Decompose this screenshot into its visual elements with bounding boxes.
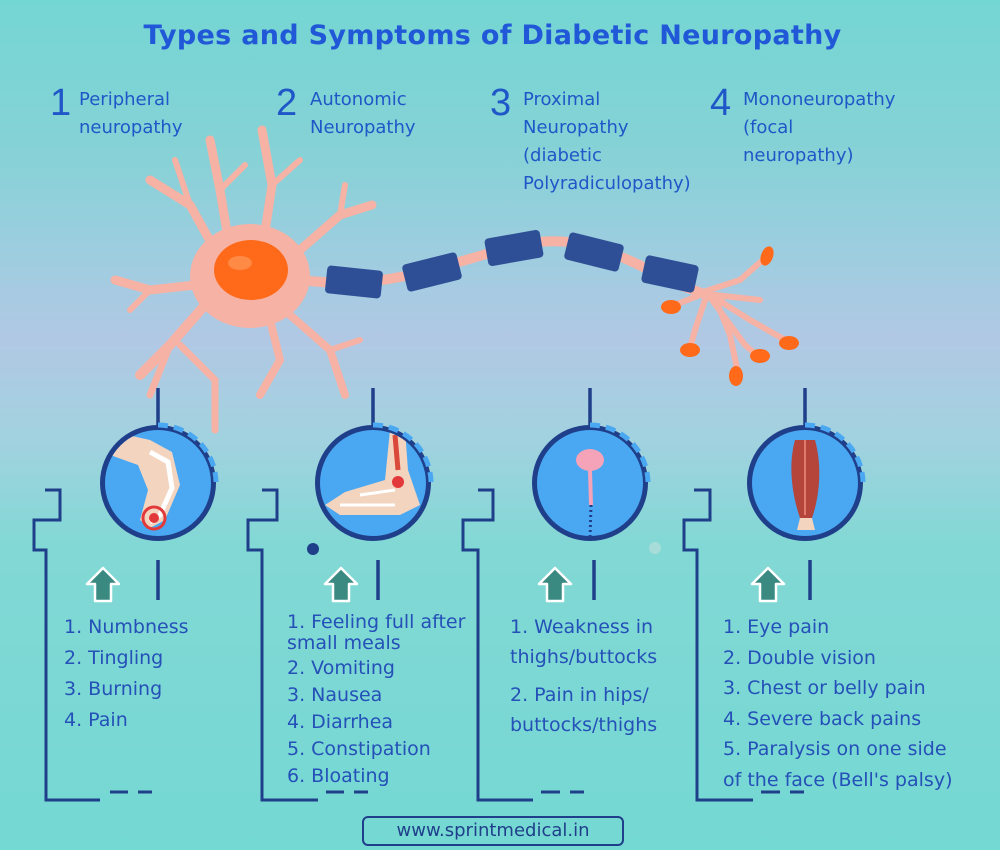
list-item: 4. Severe back pains	[723, 707, 922, 730]
myelin-sheaths	[325, 229, 699, 299]
list-item: 3. Nausea	[287, 684, 383, 706]
type-4-label: Mononeuropathy (focal neuropathy)	[743, 89, 896, 166]
symptom-list-3: 1. Weakness in thighs/buttocks 2. Pain i…	[510, 612, 657, 740]
list-item: 5. Constipation	[287, 738, 431, 760]
type-3-label: Proximal Neuropathy (diabetic Polyradicu…	[523, 89, 691, 194]
mononeuropathy-muscle-icon	[747, 422, 866, 541]
neuron-illustration	[110, 125, 799, 434]
type-2-label: Autonomic Neuropathy	[310, 89, 416, 138]
peripheral-foot-icon	[100, 422, 219, 541]
nucleus	[214, 240, 288, 300]
axon-terminals	[672, 255, 788, 376]
dot-decoration	[649, 542, 661, 554]
type-4-number: 4	[710, 82, 732, 124]
list-item: 3. Chest or belly pain	[723, 677, 926, 699]
proximal-brain-spine-icon	[532, 422, 651, 541]
autonomic-foot-icon	[315, 422, 434, 541]
list-item: 6. Bloating	[287, 765, 390, 787]
up-arrow-icon-3	[537, 566, 573, 603]
list-item: 3. Burning	[64, 678, 163, 700]
symptom-list-1: 1. Numbness 2. Tingling 3. Burning 4. Pa…	[64, 612, 189, 736]
dot-decoration	[307, 543, 319, 555]
connectors	[156, 388, 812, 600]
list-item: 1. Weakness in thighs/buttocks	[510, 616, 658, 668]
list-item: 1. Eye pain	[723, 616, 830, 638]
list-item: 1. Numbness	[64, 616, 189, 638]
type-1-label: Peripheral neuropathy	[79, 89, 183, 138]
up-arrow-icon-4	[750, 566, 786, 603]
list-item: 4. Diarrhea	[287, 711, 394, 733]
type-3-number: 3	[490, 82, 512, 124]
list-item: 2. Vomiting	[287, 657, 395, 679]
bracket-frames	[32, 488, 804, 802]
list-item: 1. Feeling full after small meals	[287, 611, 466, 654]
symptom-list-2: 1. Feeling full after small meals 2. Vom…	[287, 612, 465, 789]
axon-terminal-bulbs	[661, 246, 799, 386]
list-item: 2. Tingling	[64, 647, 164, 669]
website-link[interactable]: www.sprintmedical.in	[362, 816, 624, 846]
list-item: 4. Pain	[64, 709, 128, 731]
list-item: 2. Double vision	[723, 646, 876, 669]
up-arrow-icon-2	[323, 566, 359, 603]
symptom-list-4: 1. Eye pain 2. Double vision 3. Chest or…	[723, 612, 952, 795]
list-item: 5. Paralysis on one side of the face (Be…	[723, 738, 953, 791]
up-arrow-icon-1	[85, 566, 121, 603]
type-1-number: 1	[50, 82, 72, 124]
type-2-number: 2	[276, 82, 298, 124]
list-item: 2. Pain in hips/ buttocks/thighs	[510, 684, 658, 736]
page-title: Types and Symptoms of Diabetic Neuropath…	[143, 20, 842, 51]
